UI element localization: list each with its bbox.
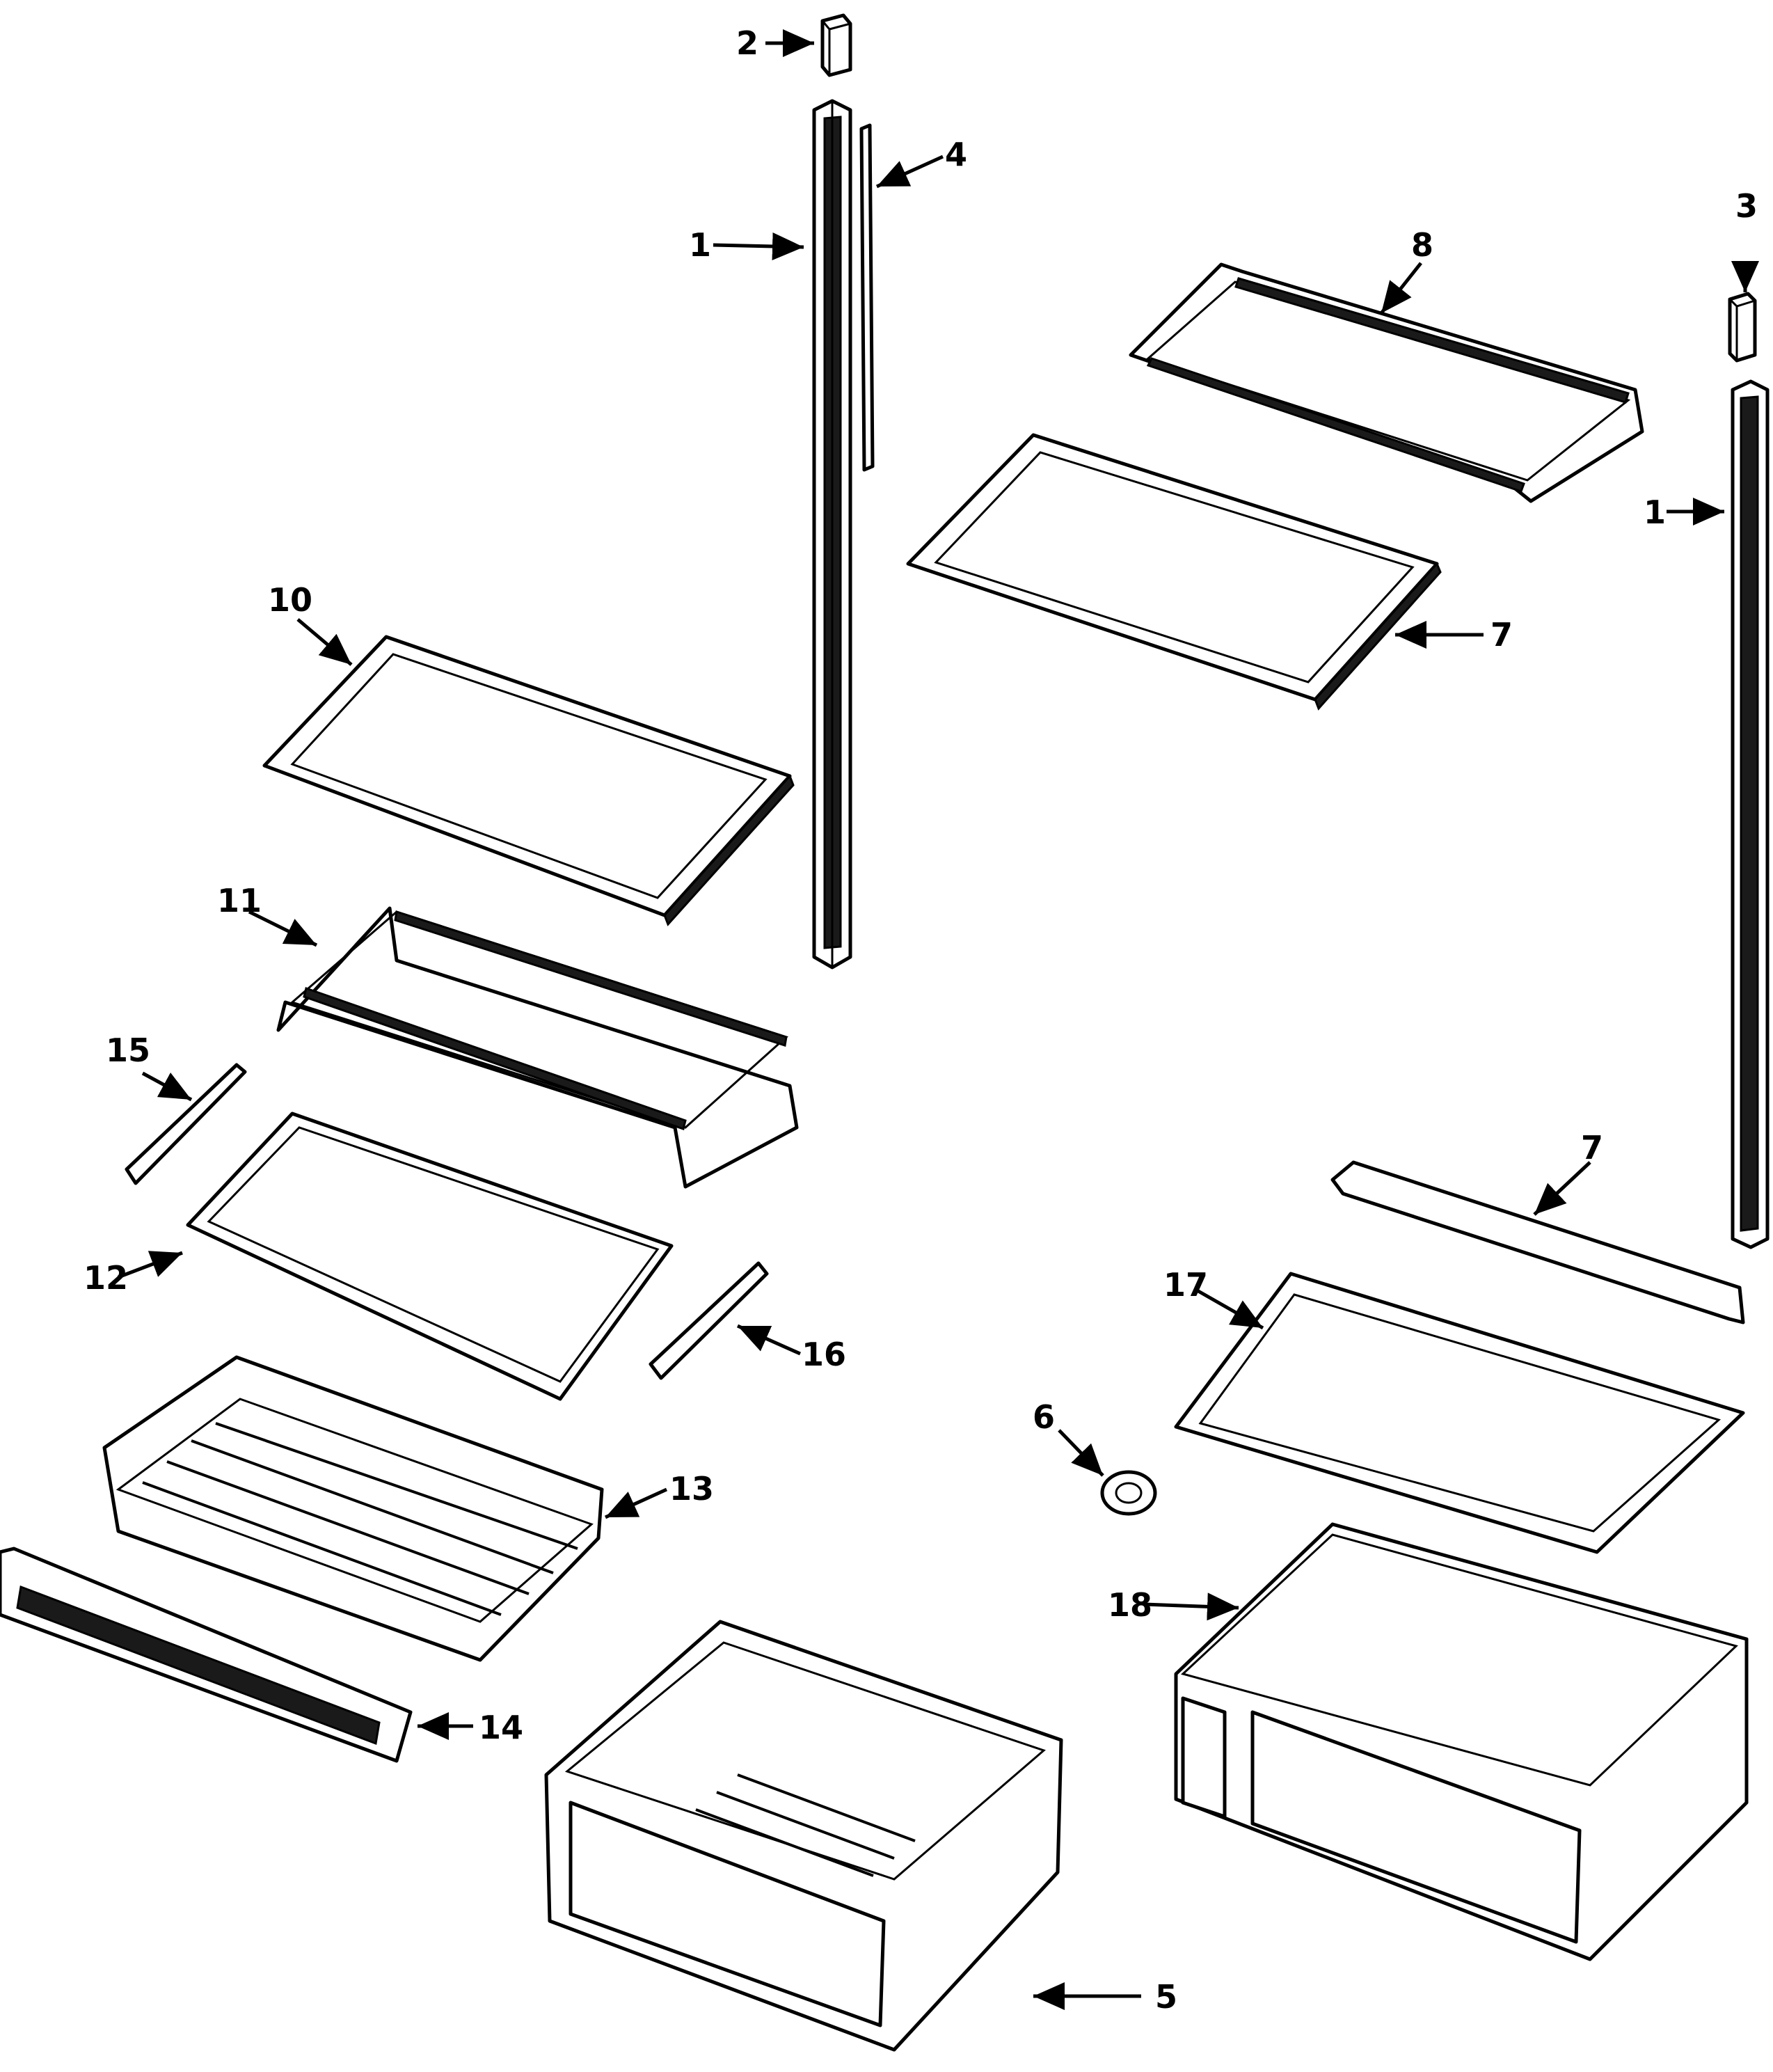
- callout-11: 11: [217, 882, 262, 919]
- part-6-knob: [1100, 1470, 1157, 1516]
- callout-7: 7: [1581, 1129, 1603, 1167]
- callout-2: 2: [736, 24, 758, 62]
- part-18-crisper-drawer: [1174, 1522, 1749, 1961]
- part-5-crisper-drawer: [544, 1620, 1063, 2052]
- callout-4: 4: [945, 136, 967, 173]
- part-15-rail: [125, 1063, 247, 1185]
- part-14-drawer-front: [0, 1547, 413, 1763]
- callout-3: 3: [1735, 187, 1758, 225]
- callout-13: 13: [669, 1470, 714, 1508]
- part-4-trim-strip: [859, 123, 875, 472]
- part-9-shelf-frame: [1129, 262, 1644, 503]
- callout-17: 17: [1163, 1266, 1208, 1304]
- callout-9: 8: [1411, 226, 1433, 264]
- callout-labels: 2 4 1 3 8 1 7 10 11 15 12 16 13 14 5 6 7…: [84, 24, 1758, 2016]
- part-7-cover-rail: [1330, 1160, 1745, 1324]
- callout-1-right: 1: [1644, 493, 1666, 531]
- part-10-glass-shelf: [262, 635, 795, 926]
- callout-12: 12: [84, 1259, 128, 1297]
- part-13-pan-tray: [102, 1355, 604, 1662]
- callout-1-left: 1: [689, 226, 711, 264]
- part-1-right-shelf-standard: [1731, 379, 1770, 1249]
- part-12-wire-shelf: [186, 1112, 674, 1401]
- part-1-left-shelf-standard: [812, 99, 852, 970]
- leader-lines: [118, 29, 1759, 2010]
- callout-18: 18: [1108, 1586, 1152, 1624]
- part-11-shelf-frame: [276, 906, 799, 1189]
- part-2-cap: [820, 13, 852, 77]
- part-8-glass-shelf: [906, 433, 1442, 711]
- part-3-cap: [1728, 292, 1757, 363]
- callout-5: 5: [1155, 1978, 1177, 2016]
- callout-6: 6: [1033, 1398, 1055, 1436]
- callout-14: 14: [479, 1709, 523, 1746]
- callout-8: 7: [1490, 616, 1513, 654]
- part-17-crisper-cover: [1174, 1272, 1745, 1554]
- callout-15: 15: [106, 1031, 150, 1069]
- part-16-rail: [649, 1261, 769, 1380]
- callout-10: 10: [268, 581, 312, 619]
- callout-16: 16: [802, 1336, 846, 1373]
